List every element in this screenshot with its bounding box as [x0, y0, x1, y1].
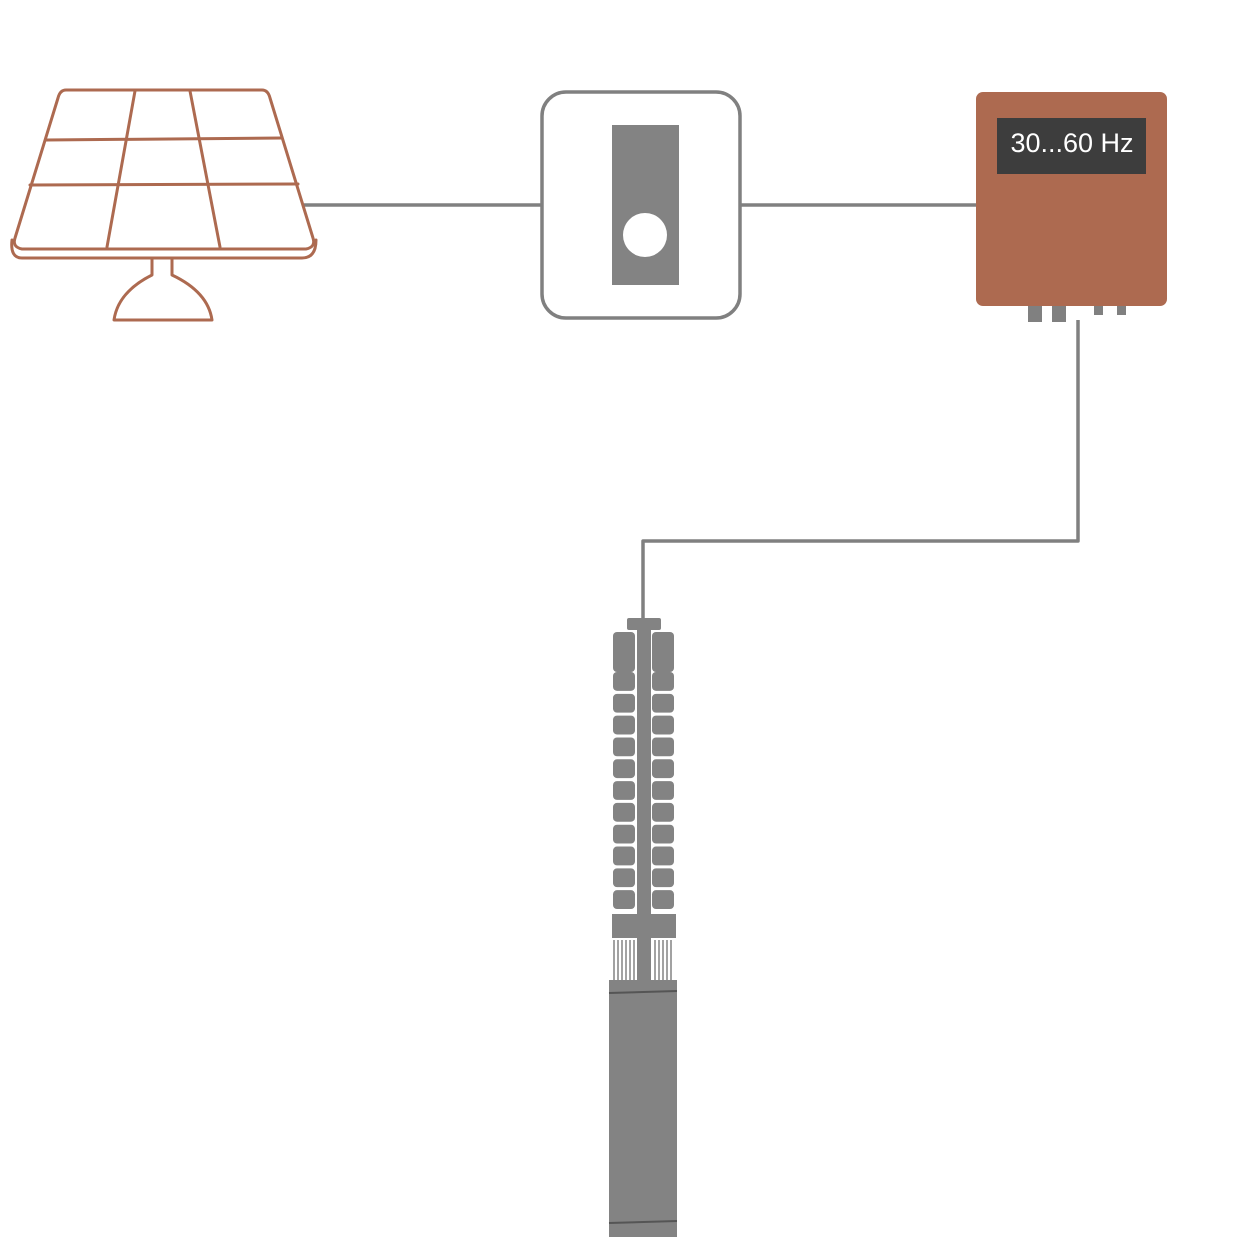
pump-stage [652, 759, 674, 779]
wires [304, 203, 1080, 618]
pump-stage [613, 890, 635, 909]
submersible-pump-icon [608, 618, 678, 1237]
disconnect-switch-icon [540, 90, 742, 320]
pump-stage [613, 868, 635, 888]
wire-controller-to-pump [641, 320, 1080, 618]
pump-stage [652, 846, 674, 866]
pump-cap [627, 618, 661, 630]
pump-coupling [612, 914, 676, 938]
pump-intake-screen [613, 940, 672, 980]
pump-stage [652, 781, 674, 800]
frequency-display [997, 118, 1146, 174]
solar-panel-icon [10, 88, 318, 322]
pump-stage [613, 715, 635, 735]
pump-stage [613, 693, 635, 713]
pump-stages [613, 632, 674, 909]
pump-stage [652, 715, 674, 735]
pump-stage [652, 824, 674, 844]
pump-shaft [637, 630, 651, 982]
cable-gland [1094, 306, 1103, 315]
pump-stage [613, 824, 635, 844]
pump-stage [613, 802, 635, 822]
pump-controller-icon: 30...60 Hz [976, 92, 1167, 322]
pump-stage [652, 802, 674, 822]
pump-stage [652, 693, 674, 713]
pump-stage [613, 781, 635, 800]
pump-stage [652, 632, 674, 672]
pump-stage [613, 846, 635, 866]
cable-gland [1117, 306, 1126, 315]
cable-gland [1028, 306, 1042, 322]
pump-stage [652, 890, 674, 909]
pump-stage [613, 672, 635, 691]
motor-band [608, 1220, 678, 1224]
pump-stage [613, 737, 635, 757]
cable-gland [1052, 306, 1066, 322]
pump-stage [652, 737, 674, 757]
pump-stage [652, 672, 674, 691]
pump-stage [613, 632, 635, 672]
pump-stage [652, 868, 674, 888]
pump-stage [613, 759, 635, 779]
frequency-label: 30...60 Hz [1010, 128, 1133, 158]
motor-band [608, 990, 678, 994]
pump-motor [609, 980, 677, 1237]
